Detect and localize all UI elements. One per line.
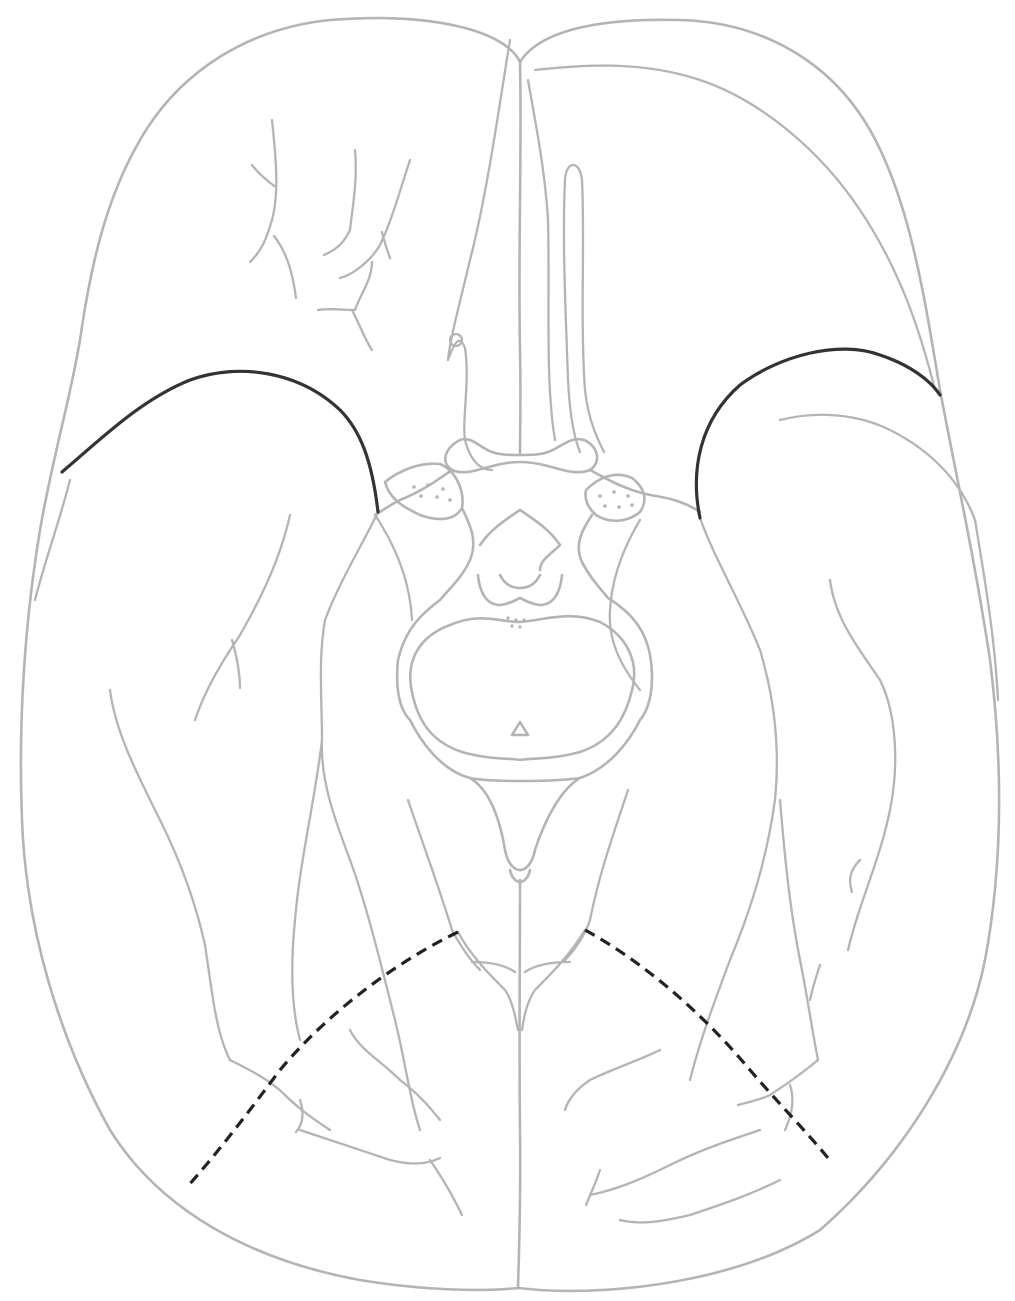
left-optic-tract — [375, 470, 452, 515]
left-collateral-sulcus — [195, 515, 290, 720]
left-orbital-sulcus-1 — [250, 120, 276, 262]
mammillary-notch — [500, 575, 540, 588]
right-medial-branch — [525, 962, 570, 972]
right-olfactory-sulcus — [564, 180, 580, 452]
right-lingual-gyrus-line — [565, 790, 628, 960]
left-olfactory-tract — [448, 341, 492, 470]
left-orbital-sulcus-2 — [252, 165, 274, 186]
right-lateral-margin-line — [975, 520, 998, 700]
left-inferior-temporal-sulcus — [35, 480, 70, 600]
right-temporal-pole — [696, 349, 940, 518]
right-temporal-inner-margin — [690, 518, 777, 1080]
right-fusiform-edge — [780, 800, 818, 1060]
left-orbital-sulcus-6 — [318, 262, 372, 310]
longitudinal-fissure-anterior — [519, 62, 520, 455]
right-frontal-sulcus-lateral — [535, 66, 935, 390]
left-orbital-sulcus-3 — [274, 236, 296, 298]
right-occipitotemporal-sulcus — [850, 860, 860, 892]
infundibulum — [480, 510, 560, 570]
left-anterior-perforated-substance — [385, 464, 463, 519]
left-collateral-branch — [232, 640, 240, 688]
longitudinal-fissure-posterior — [518, 880, 520, 1288]
left-lingual-gyrus-line — [408, 800, 480, 970]
left-orbital-sulcus-7 — [352, 310, 372, 350]
left-hemisphere-outline — [21, 18, 520, 1290]
left-orbital-sulcus-4 — [324, 150, 356, 255]
right-olfactory-sulcus-2 — [582, 180, 604, 452]
left-temporal-inner-margin — [321, 512, 420, 1130]
left-occipital-gyrus-1 — [230, 1060, 330, 1130]
left-cerebellar-margin — [410, 720, 520, 870]
left-occipital-medial-sulcus — [458, 932, 518, 1030]
cerebral-aqueduct — [512, 722, 528, 735]
left-olfactory-sulcus — [448, 40, 510, 360]
right-solid-boundary-arc — [696, 349, 940, 518]
tentorial-line — [470, 778, 580, 781]
right-perforated-dots — [598, 490, 634, 509]
right-occipital-gyrus-5 — [586, 1170, 600, 1205]
right-occipital-medial-sulcus — [522, 930, 585, 1030]
right-sup-temporal-sulcus — [780, 415, 975, 520]
left-cerebral-peduncle — [397, 600, 440, 720]
mammillary-bodies — [478, 575, 562, 605]
right-occipital-gyrus-1 — [738, 1060, 818, 1105]
left-temporal-pole — [62, 371, 378, 512]
right-calcarine-branch — [565, 1050, 660, 1110]
left-occipitotemporal-sulcus — [110, 690, 230, 1060]
left-occipital-gyrus-2 — [300, 1130, 440, 1164]
left-occipital-gyrus-3 — [430, 1160, 462, 1215]
right-olfactory-bulb-tip — [565, 165, 582, 180]
left-fusiform-edge — [292, 740, 322, 1040]
right-cerebellar-margin — [520, 720, 640, 870]
right-occipital-gyrus-2 — [810, 965, 820, 1000]
midbrain-section — [410, 616, 634, 760]
right-gyrus-rectus-edge — [528, 80, 555, 440]
left-solid-boundary-arc — [62, 371, 378, 512]
hypothalamus-outline-right — [579, 515, 608, 598]
right-occipital-gyrus-3 — [785, 1085, 792, 1130]
left-parahippocampal-line — [375, 515, 412, 620]
left-orbital-sulcus-8 — [382, 232, 390, 258]
hypothalamus-outline — [440, 508, 473, 600]
right-occipital-gyrus-4 — [590, 1130, 760, 1195]
right-dashed-boundary — [585, 930, 828, 1158]
right-parahippocampal-line — [610, 520, 640, 690]
right-occipital-gyrus-6 — [620, 1180, 780, 1222]
right-collateral-sulcus — [830, 580, 895, 950]
left-calcarine-branch — [350, 1030, 440, 1120]
